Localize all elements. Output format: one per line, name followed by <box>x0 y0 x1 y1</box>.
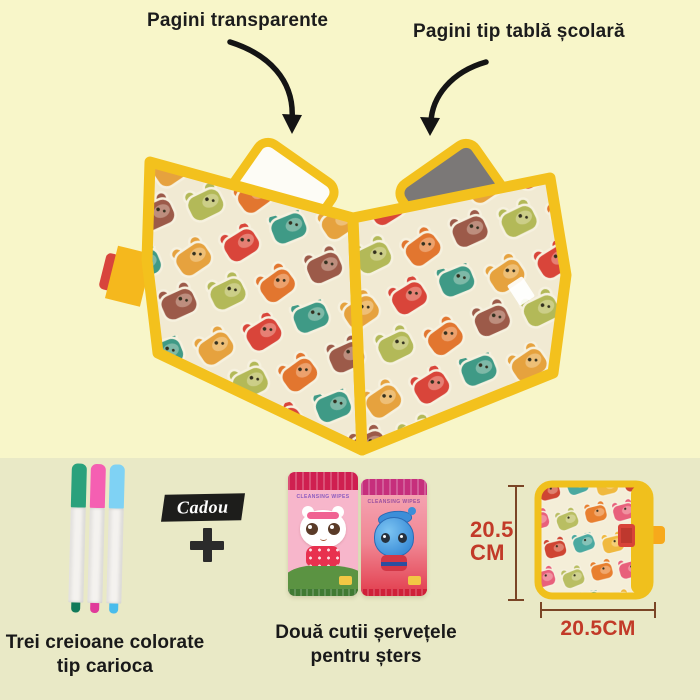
wipes-pack-droplet: CLEANSING WIPES <box>361 479 427 596</box>
markers-caption: Trei creioane colorate tip carioca <box>5 632 205 677</box>
marker-plug <box>109 603 119 614</box>
closed-book-illustration <box>534 480 665 600</box>
pack-seal-bottom <box>361 589 427 596</box>
hero-section: Pagini transparente Pagini tip tablă șco… <box>0 0 700 458</box>
width-measure-line <box>540 602 656 618</box>
arrow-left-icon <box>227 39 302 134</box>
closed-book-edge-trim <box>631 486 647 594</box>
book-cover-left <box>141 156 368 456</box>
arrow-right-icon <box>420 59 489 136</box>
annotation-chalkboard-pages: Pagini tip tablă școlară <box>413 21 625 42</box>
plus-icon <box>190 528 224 562</box>
pack-seal-top <box>288 472 358 490</box>
width-dimension-label: 20.5CM <box>560 617 636 640</box>
wipes-pack-cat: CLEANSING WIPES <box>288 472 358 596</box>
marker-body <box>106 508 124 604</box>
marker-plug <box>71 602 81 613</box>
annotation-transparent-pages: Pagini transparente <box>147 10 329 31</box>
marker-cap <box>70 463 87 508</box>
book-cover-right <box>347 172 572 456</box>
marker-plug <box>90 602 100 614</box>
pack-count-badge <box>339 576 352 585</box>
wipes-caption: Două cutii șervețele pentru șters <box>275 622 457 667</box>
cat-glasses <box>307 512 339 519</box>
marker-pink <box>87 463 106 614</box>
closed-book-cover <box>534 480 654 600</box>
book-strap-left <box>99 245 153 307</box>
height-dimension-label: 20.5 CM <box>470 517 514 565</box>
cover-label-patch <box>507 276 535 306</box>
marker-green <box>68 463 87 613</box>
height-measure-line <box>508 485 524 601</box>
gift-badge: Cadou <box>160 493 246 522</box>
wipes-pack-text: CLEANSING WIPES <box>367 499 421 505</box>
marker-body <box>68 507 86 603</box>
cat-character <box>300 506 346 572</box>
open-book-illustration <box>99 39 572 456</box>
pack-seal-bottom <box>288 589 358 596</box>
markers-illustration <box>68 463 125 614</box>
cat-dress <box>306 546 340 566</box>
marker-body <box>87 507 105 604</box>
marker-cap <box>89 463 106 509</box>
pack-count-badge <box>408 576 421 585</box>
marker-cap <box>108 464 125 509</box>
droplet-character <box>374 507 416 575</box>
pack-seal-top <box>361 479 427 495</box>
gift-badge-label: Cadou <box>176 496 230 518</box>
wipes-pack-text: CLEANSING WIPES <box>296 494 350 500</box>
